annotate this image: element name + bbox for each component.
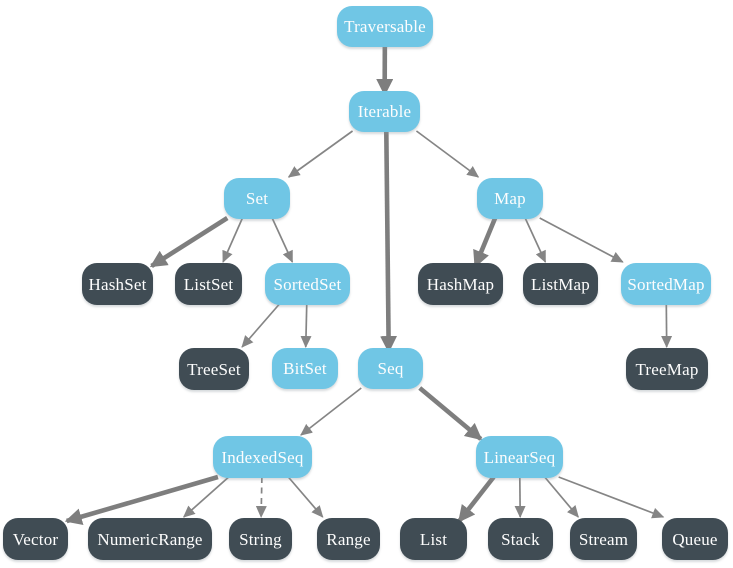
node-label-treemap: TreeMap — [635, 359, 699, 379]
edge-sortedset-bitset — [300, 303, 312, 348]
node-bitset: BitSet — [272, 348, 338, 389]
node-hashmap: HashMap — [418, 263, 503, 305]
node-label-vector: Vector — [12, 529, 59, 549]
edge-seq-linearseq — [418, 386, 483, 441]
node-label-bitset: BitSet — [283, 359, 327, 378]
node-label-set: Set — [245, 189, 269, 208]
node-label-treeset: TreeSet — [187, 359, 241, 379]
edge-iterable-map — [415, 130, 480, 178]
node-label-sortedset: SortedSet — [273, 274, 342, 294]
edge-indexedseq-numericrange — [183, 476, 230, 518]
node-numericrange: NumericRange — [88, 518, 212, 560]
node-stack: Stack — [488, 518, 553, 560]
node-linearseq: LinearSeq — [476, 436, 563, 478]
edge-set-sortedset — [271, 217, 294, 263]
node-treeset: TreeSet — [179, 348, 249, 390]
edge-iterable-set — [287, 130, 354, 178]
node-label-stream: Stream — [578, 529, 629, 549]
edge-set-listset — [222, 217, 244, 263]
edge-iterable-seq — [380, 130, 398, 353]
edge-group — [64, 45, 673, 525]
node-label-linearseq: LinearSeq — [483, 447, 556, 467]
edge-set-hashset — [149, 216, 229, 268]
node-label-listmap: ListMap — [530, 274, 590, 294]
node-traversable: Traversable — [337, 6, 433, 47]
node-stream: Stream — [570, 518, 637, 560]
node-label-hashmap: HashMap — [426, 274, 495, 294]
node-label-string: String — [239, 529, 282, 549]
node-string: String — [229, 518, 292, 560]
node-list: List — [400, 518, 467, 560]
node-listset: ListSet — [175, 263, 242, 305]
node-label-range: Range — [326, 529, 371, 549]
node-label-listset: ListSet — [183, 274, 234, 294]
edge-map-listmap — [524, 217, 547, 263]
node-label-list: List — [419, 529, 448, 549]
node-label-iterable: Iterable — [357, 102, 412, 121]
node-range: Range — [317, 518, 380, 560]
node-seq: Seq — [358, 348, 423, 389]
edge-map-hashmap — [473, 217, 498, 268]
edge-linearseq-queue — [558, 476, 665, 519]
node-sortedmap: SortedMap — [621, 263, 711, 305]
edge-indexedseq-vector — [64, 474, 219, 525]
node-sortedset: SortedSet — [265, 263, 350, 305]
edge-linearseq-list — [457, 475, 496, 523]
edge-seq-indexedseq — [300, 387, 362, 436]
node-label-indexedseq: IndexedSeq — [221, 447, 304, 467]
node-iterable: Iterable — [349, 91, 420, 132]
edge-map-sortedmap — [539, 217, 624, 263]
node-hashset: HashSet — [82, 263, 153, 305]
node-queue: Queue — [662, 518, 728, 560]
edge-linearseq-stream — [544, 476, 579, 518]
edge-indexedseq-string — [255, 476, 267, 518]
node-label-queue: Queue — [672, 529, 718, 549]
node-vector: Vector — [3, 518, 68, 560]
node-set: Set — [224, 178, 290, 219]
node-label-map: Map — [494, 189, 526, 208]
node-label-stack: Stack — [501, 529, 540, 549]
edge-indexedseq-range — [287, 476, 324, 518]
edge-sortedset-treeset — [241, 303, 281, 348]
node-listmap: ListMap — [523, 263, 598, 305]
node-map: Map — [477, 178, 543, 219]
node-label-sortedmap: SortedMap — [627, 274, 705, 294]
node-label-numericrange: NumericRange — [97, 529, 203, 549]
node-label-hashset: HashSet — [88, 274, 147, 294]
node-label-seq: Seq — [377, 359, 404, 378]
node-treemap: TreeMap — [626, 348, 708, 390]
node-label-traversable: Traversable — [344, 17, 426, 36]
node-indexedseq: IndexedSeq — [213, 436, 312, 478]
